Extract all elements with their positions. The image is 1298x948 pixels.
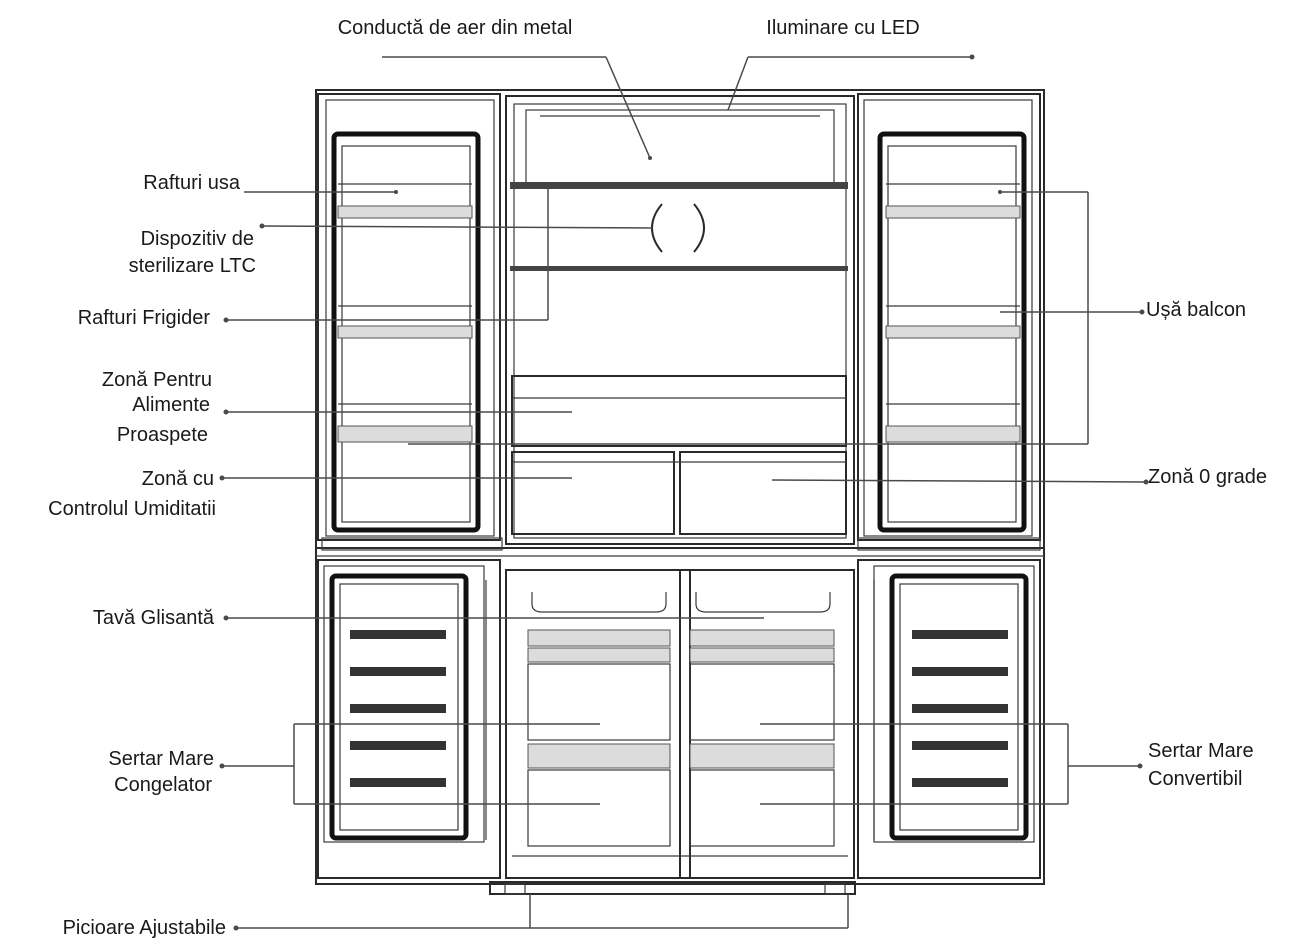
label-door-shelves: Rafturi usa	[143, 172, 241, 194]
label-fresh-zone-2: Alimente	[132, 394, 210, 416]
label-adjustable-feet: Picioare Ajustabile	[63, 917, 226, 939]
label-fresh-zone-1: Zonă Pentru	[102, 369, 212, 391]
fridge-outline	[315, 89, 1045, 895]
right-upper-door	[857, 93, 1041, 551]
label-led: Iluminare cu LED	[766, 17, 919, 39]
label-fridge-shelves: Rafturi Frigider	[78, 307, 211, 329]
left-freezer-door	[317, 559, 501, 879]
label-humidity-2: Controlul Umiditatii	[48, 498, 216, 520]
central-compartment	[505, 95, 855, 545]
label-convertible-2: Convertibil	[1148, 768, 1242, 790]
label-sterilizer-1: Dispozitiv de	[141, 228, 254, 250]
label-sliding-tray: Tavă Glisantă	[93, 607, 215, 629]
label-freezer-drawer-2: Congelator	[114, 774, 212, 796]
left-upper-door	[317, 93, 503, 551]
labels: Conductă de aer din metal Iluminare cu L…	[48, 17, 1267, 939]
label-fresh-zone-3: Proaspete	[117, 424, 208, 446]
label-freezer-drawer-1: Sertar Mare	[108, 748, 214, 770]
label-sterilizer-2: sterilizare LTC	[129, 255, 256, 277]
label-balcony-door: Ușă balcon	[1146, 299, 1246, 321]
central-freezer	[505, 569, 855, 879]
label-zero-zone: Zonă 0 grade	[1148, 466, 1267, 488]
leader-lines	[219, 54, 1149, 931]
label-air-duct: Conductă de aer din metal	[338, 17, 573, 39]
label-convertible-1: Sertar Mare	[1148, 740, 1254, 762]
right-freezer-door	[857, 559, 1041, 879]
label-humidity-1: Zonă cu	[142, 468, 214, 490]
